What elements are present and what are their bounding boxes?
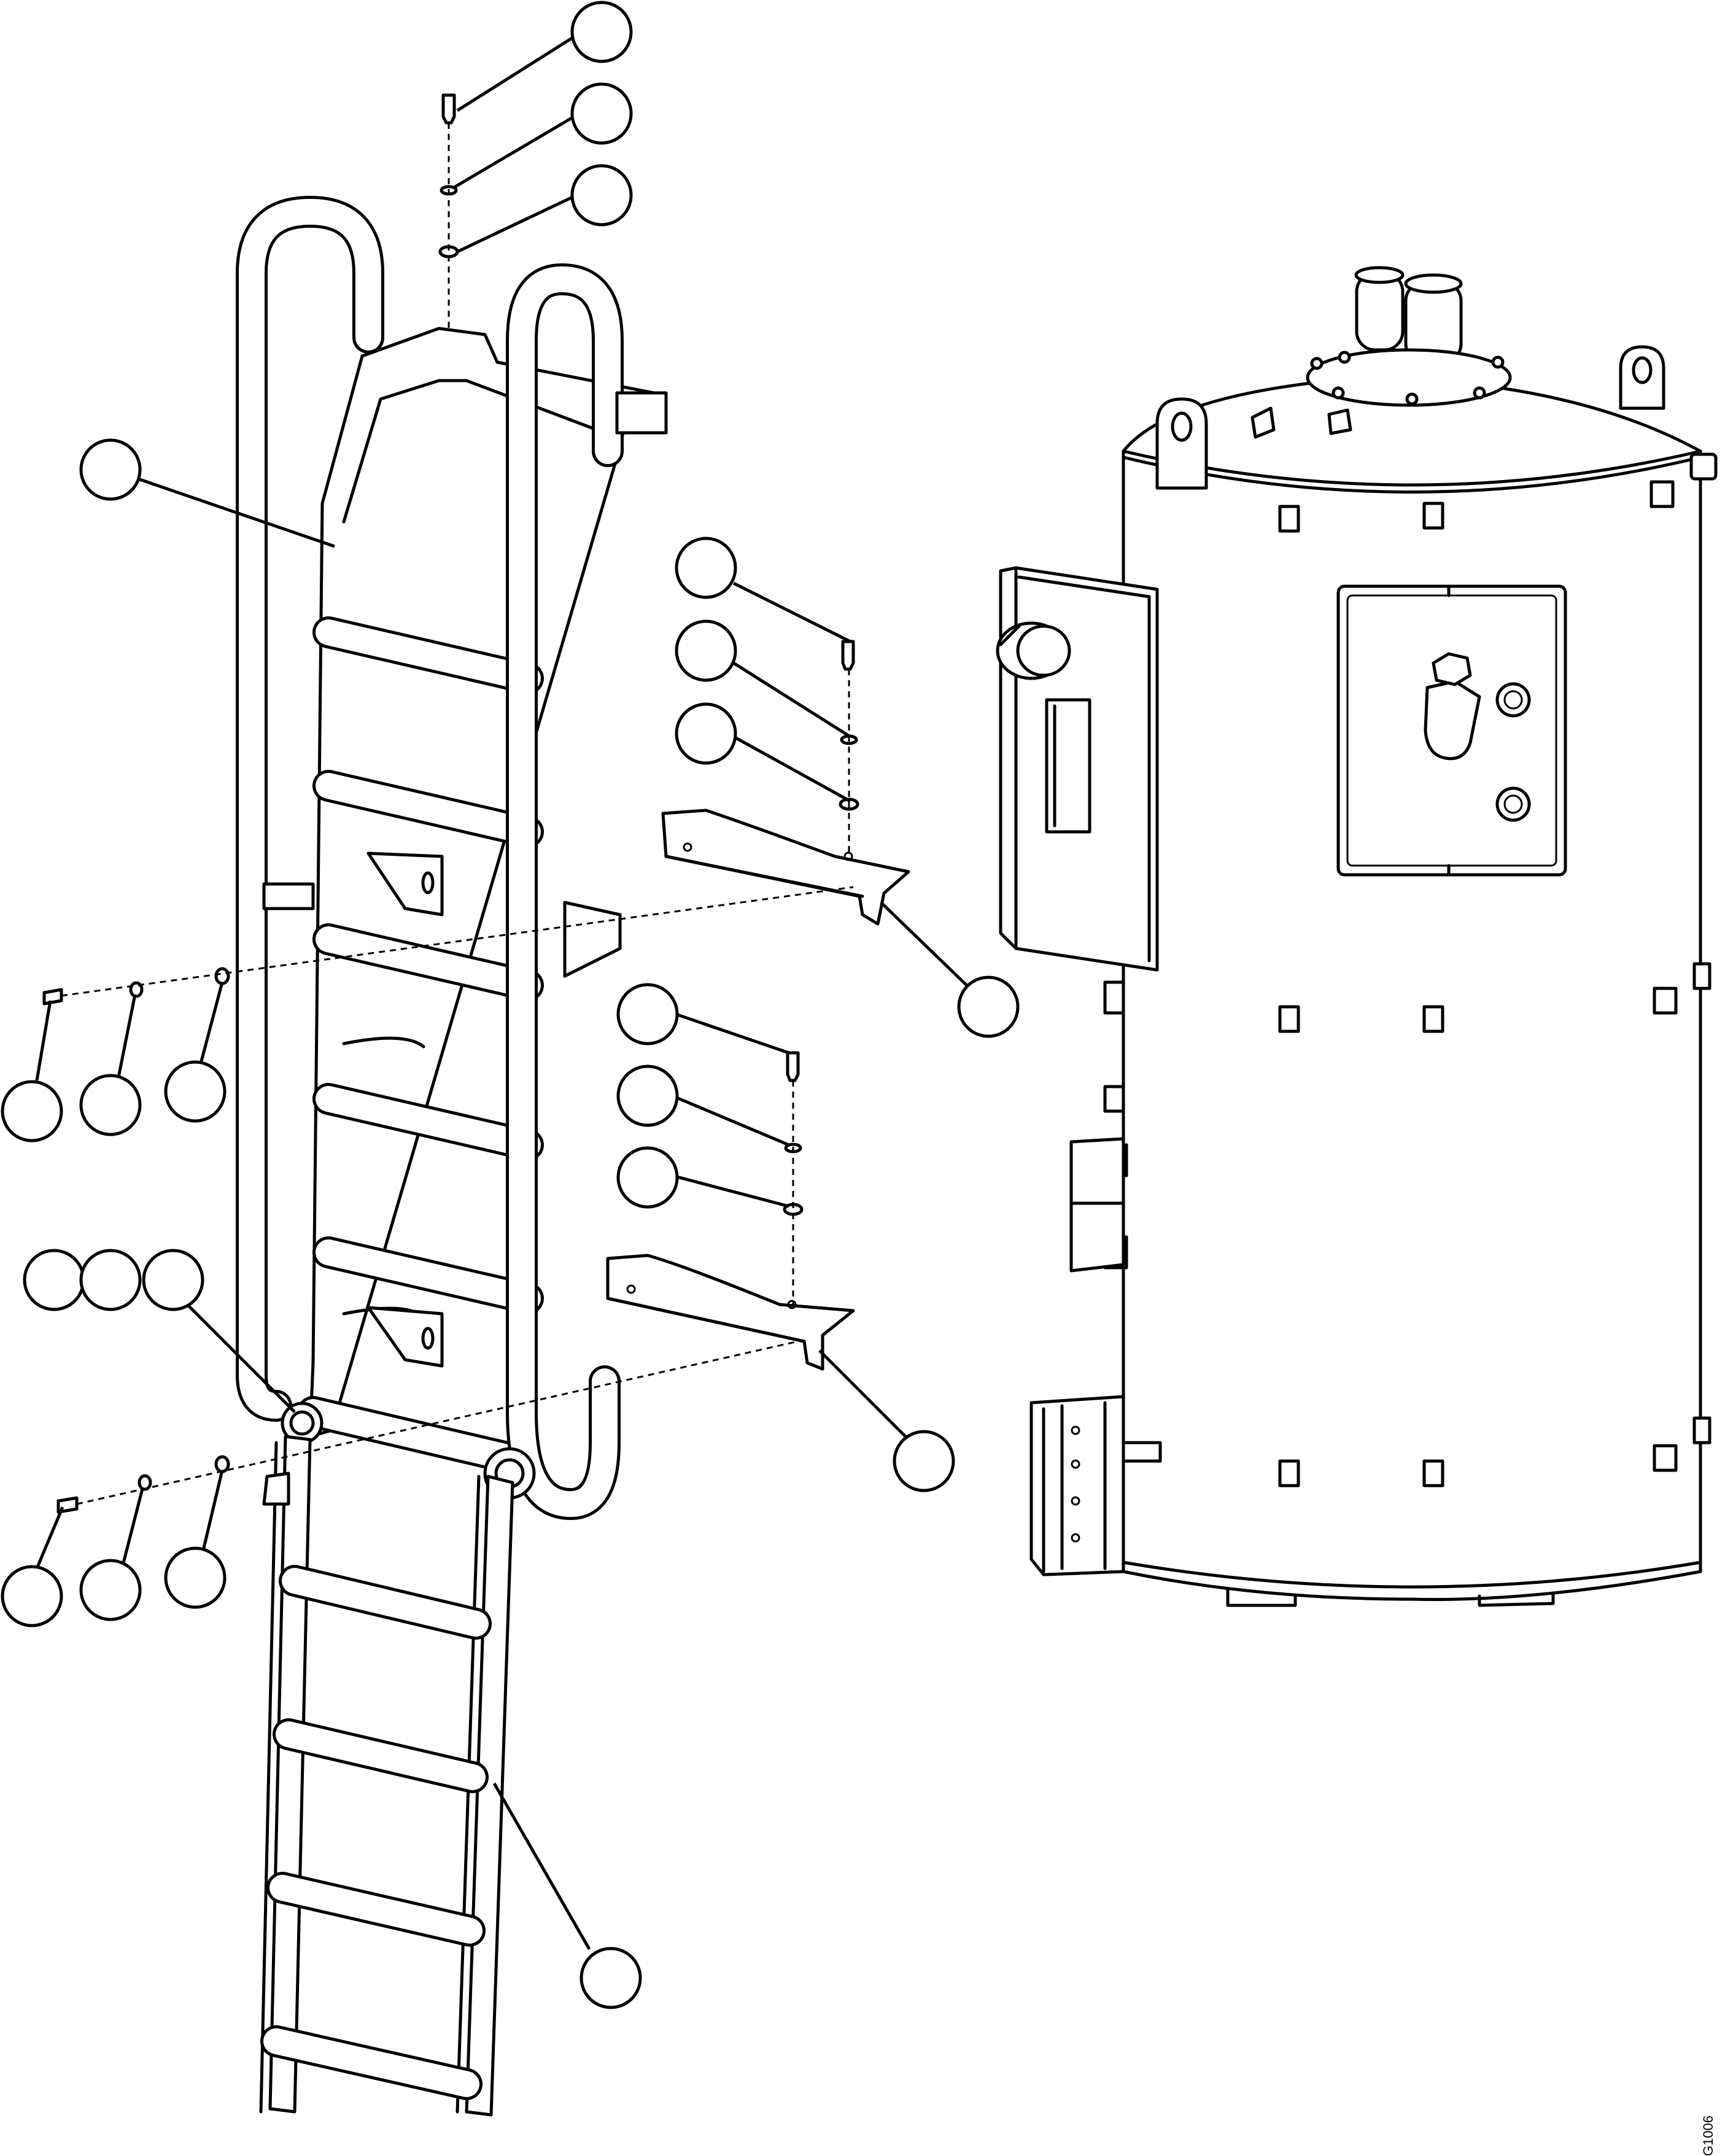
callout-lower-ladder (580, 1947, 642, 2009)
upper-bracket (661, 808, 910, 926)
callout-washer-top (570, 164, 633, 227)
upper-ladder (236, 196, 668, 1520)
tank-hinge (1029, 1395, 1125, 1576)
callout-washer-lower-bracket (616, 1146, 679, 1209)
fasteners (42, 93, 859, 1514)
callout-pivot-c (142, 1249, 204, 1311)
callout-bolt-side-lower (1, 1565, 63, 1627)
callout-bolt-side-upper (1, 1080, 63, 1142)
cover-plate (1306, 348, 1512, 407)
callout-washer-upper-bracket (675, 702, 737, 765)
terminal-box (996, 566, 1159, 972)
upper-ladder-rungs (297, 616, 544, 1474)
callout-lower-bracket (893, 1430, 955, 1492)
callout-bolt-top (570, 1, 633, 63)
callout-lockwasher-upper-bracket (675, 619, 737, 682)
lifting-lug-left (1155, 397, 1208, 490)
gauge-icon (1424, 680, 1481, 761)
callout-pivot-a (23, 1249, 85, 1311)
callout-balloons (1, 1, 1020, 2009)
pivot-left (281, 1402, 324, 1444)
callout-lockwasher-side-upper (79, 1074, 142, 1136)
callout-lockwasher-top (570, 82, 633, 145)
callout-upper-ladder (79, 438, 142, 501)
callout-bolt-upper-bracket (675, 537, 737, 599)
tank-dome (1122, 376, 1702, 1601)
callout-lockwasher-side-lower (79, 1559, 142, 1621)
callout-upper-bracket (957, 975, 1020, 1038)
lower-bracket (606, 1254, 855, 1371)
callout-washer-side-lower (164, 1546, 227, 1609)
callout-lockwasher-lower-bracket (616, 1064, 679, 1127)
lower-ladder-rungs (260, 1565, 492, 2100)
callout-pivot-b (79, 1249, 142, 1311)
lower-ladder (259, 1435, 514, 2117)
control-panel (1336, 584, 1567, 877)
callout-bolt-lower-bracket (616, 983, 679, 1045)
lifting-lug-right (1619, 345, 1665, 410)
leaders (35, 35, 971, 1950)
tank (996, 266, 1718, 1607)
callout-washer-side-upper (164, 1060, 227, 1123)
